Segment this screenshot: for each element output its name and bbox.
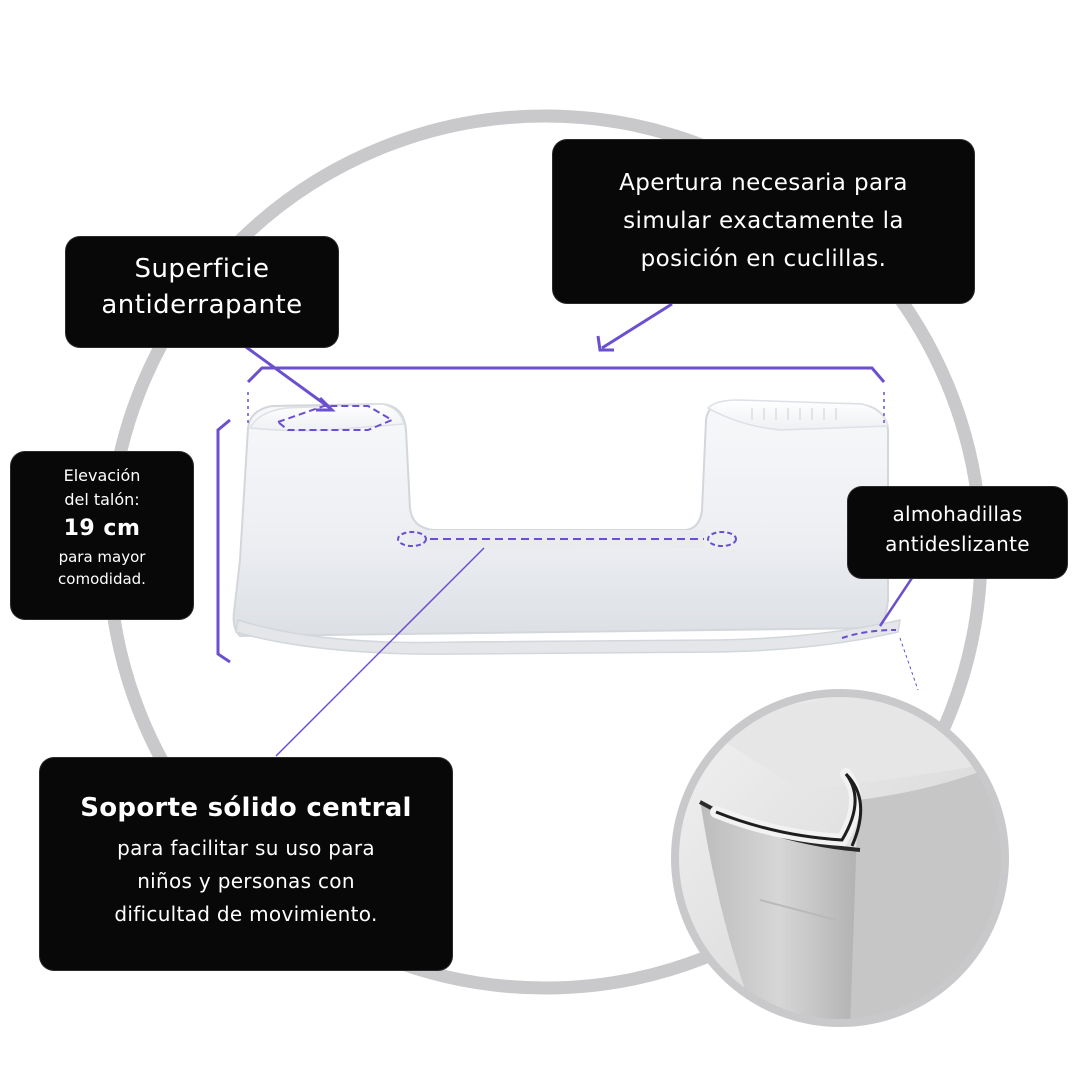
callout-line: antideslizante <box>885 532 1030 556</box>
callout-line: antiderrapante <box>101 290 303 320</box>
callout-line: para facilitar su uso para <box>117 836 375 860</box>
callout-line: del talón: <box>64 490 140 509</box>
callout-line: dificultad de movimiento. <box>114 902 378 926</box>
callout-line: Apertura necesaria para <box>619 170 908 196</box>
callout-line: almohadillas <box>892 502 1023 526</box>
heel-height-value: 19 cm <box>63 516 141 541</box>
leader-lines <box>245 302 919 757</box>
callout-title: Soporte sólido central <box>80 793 412 823</box>
callout-line: Elevación <box>63 466 141 485</box>
callout-line: Superficie <box>134 254 270 284</box>
pad-detail-inset <box>671 689 1009 1027</box>
height-dimension <box>216 418 231 664</box>
surface-highlight <box>275 405 395 431</box>
callout-line: niños y personas con <box>137 869 355 893</box>
callout-non-slip-pads: almohadillas antideslizante <box>848 487 1067 578</box>
callout-opening: Apertura necesaria para simular exactame… <box>553 140 974 303</box>
callout-line: para mayor <box>58 548 146 566</box>
callout-central-support: Soporte sólido central para facilitar su… <box>40 758 452 970</box>
callout-line: comodidad. <box>58 570 146 588</box>
stool <box>232 399 901 655</box>
callout-line: posición en cuclillas. <box>640 246 887 272</box>
callout-non-slip-surface: Superficie antiderrapante <box>66 237 338 347</box>
callout-line: simular exactamente la <box>623 208 904 234</box>
pad-highlight <box>841 629 897 639</box>
width-dimension <box>246 366 886 426</box>
callout-heel-elevation: Elevación del talón: 19 cm para mayor co… <box>11 452 193 619</box>
support-highlight <box>397 531 737 547</box>
